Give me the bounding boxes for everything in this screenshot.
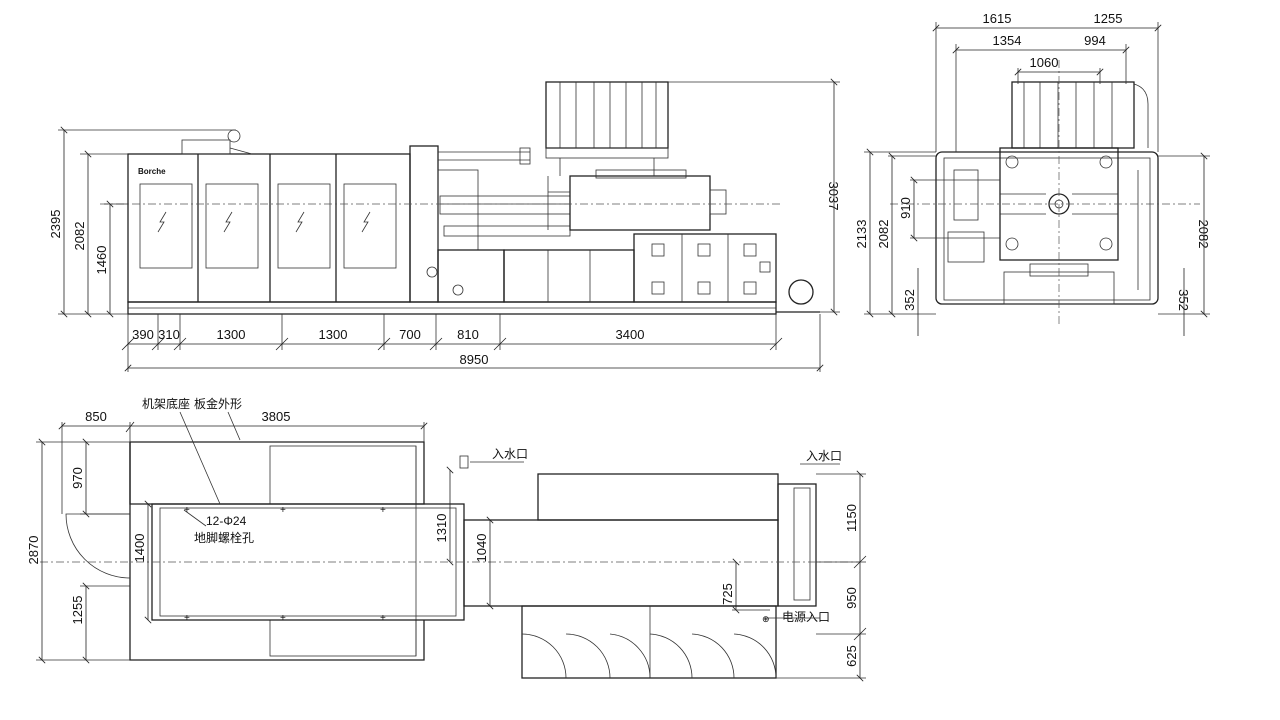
plan-middle-dims: 1310 1040 725 <box>434 466 770 614</box>
plan-view: + + + + + + 850 3805 机架底座 板金外形 12-Φ24 地脚… <box>26 396 867 682</box>
dim-352-right: 352 <box>1176 289 1191 311</box>
svg-text:+: + <box>380 505 386 516</box>
dim-1150: 1150 <box>844 504 859 532</box>
dim-970: 970 <box>70 467 85 489</box>
dim-3805: 3805 <box>262 409 291 424</box>
svg-text:+: + <box>184 613 190 624</box>
dim-3037: 3037 <box>826 182 841 211</box>
hopper-platform <box>545 81 669 176</box>
side-view: Borche <box>48 78 841 372</box>
dim-1040: 1040 <box>474 534 489 563</box>
brand-logo-text: Borche <box>138 167 166 176</box>
end-right-dims: 2082 352 <box>1158 152 1211 336</box>
label-water-inlet-2: 入水口 <box>806 449 842 463</box>
dim-950: 950 <box>844 587 859 609</box>
label-anchor-bolt-holes: 地脚螺栓孔 <box>194 530 254 545</box>
dim-310: 310 <box>158 327 180 342</box>
dim-2082-side: 2082 <box>72 222 87 251</box>
end-view: 1615 1255 1354 994 1060 2133 2082 910 35… <box>854 11 1211 336</box>
dim-1300-a: 1300 <box>217 327 246 342</box>
dim-1060: 1060 <box>1030 55 1059 70</box>
dim-910: 910 <box>898 197 913 219</box>
electrical-cabinet <box>633 233 777 303</box>
dim-1460: 1460 <box>94 246 109 275</box>
svg-text:+: + <box>184 505 190 516</box>
dim-2082-end-left: 2082 <box>876 220 891 249</box>
svg-text:⊕: ⊕ <box>762 614 770 624</box>
sheet-metal-outline <box>129 441 425 505</box>
dim-850: 850 <box>85 409 107 424</box>
dim-1310: 1310 <box>434 514 449 543</box>
label-sheet-metal: 板金外形 <box>194 396 242 411</box>
side-right-height-dim: 3037 <box>668 78 841 316</box>
dim-994: 994 <box>1084 33 1106 48</box>
plan-right-dims: 1150 950 625 <box>776 470 867 682</box>
label-power-inlet: 电源入口 <box>782 610 830 624</box>
dim-700: 700 <box>399 327 421 342</box>
motor-circle <box>788 279 814 305</box>
svg-text:+: + <box>280 613 286 624</box>
end-hopper-platform <box>1011 81 1135 149</box>
dim-3400: 3400 <box>616 327 645 342</box>
label-water-inlet-1: 入水口 <box>492 447 528 461</box>
end-top-dims: 1615 1255 1354 994 1060 <box>932 11 1162 152</box>
enclosure-windows <box>139 183 397 269</box>
injection-unit <box>569 175 711 231</box>
dim-1354: 1354 <box>993 33 1022 48</box>
dim-2395: 2395 <box>48 210 63 239</box>
dim-625: 625 <box>844 645 859 667</box>
dim-2082-end-right: 2082 <box>1196 220 1211 249</box>
label-frame-base: 机架底座 <box>142 396 190 411</box>
dim-352-left: 352 <box>902 289 917 311</box>
dim-8950: 8950 <box>460 352 489 367</box>
svg-text:+: + <box>280 505 286 516</box>
dim-725: 725 <box>720 583 735 605</box>
side-bottom-dims: 390 310 1300 1300 700 810 3400 8950 <box>121 314 824 372</box>
dim-810: 810 <box>457 327 479 342</box>
dim-2133: 2133 <box>854 220 869 249</box>
dim-2870: 2870 <box>26 536 41 565</box>
plan-top-dims: 850 3805 <box>58 409 428 514</box>
dim-1615: 1615 <box>983 11 1012 26</box>
dim-1300-b: 1300 <box>319 327 348 342</box>
end-left-dims: 2133 2082 910 352 <box>854 148 1000 336</box>
dim-1255: 1255 <box>1094 11 1123 26</box>
side-height-dims: 2395 2082 1460 <box>48 126 236 318</box>
plan-labels: 机架底座 板金外形 12-Φ24 地脚螺栓孔 入水口 入水口 电源入口 ⊕ <box>142 396 842 624</box>
plan-left-dims: 2870 970 1255 1400 <box>26 438 152 664</box>
svg-text:+: + <box>380 613 386 624</box>
label-holes: 12-Φ24 <box>206 514 247 528</box>
dim-1400: 1400 <box>132 534 147 563</box>
dim-1255-plan: 1255 <box>70 596 85 625</box>
dim-390: 390 <box>132 327 154 342</box>
clamp-enclosure <box>127 153 411 303</box>
bolt-hole-markers: + + + + + + <box>184 505 386 624</box>
